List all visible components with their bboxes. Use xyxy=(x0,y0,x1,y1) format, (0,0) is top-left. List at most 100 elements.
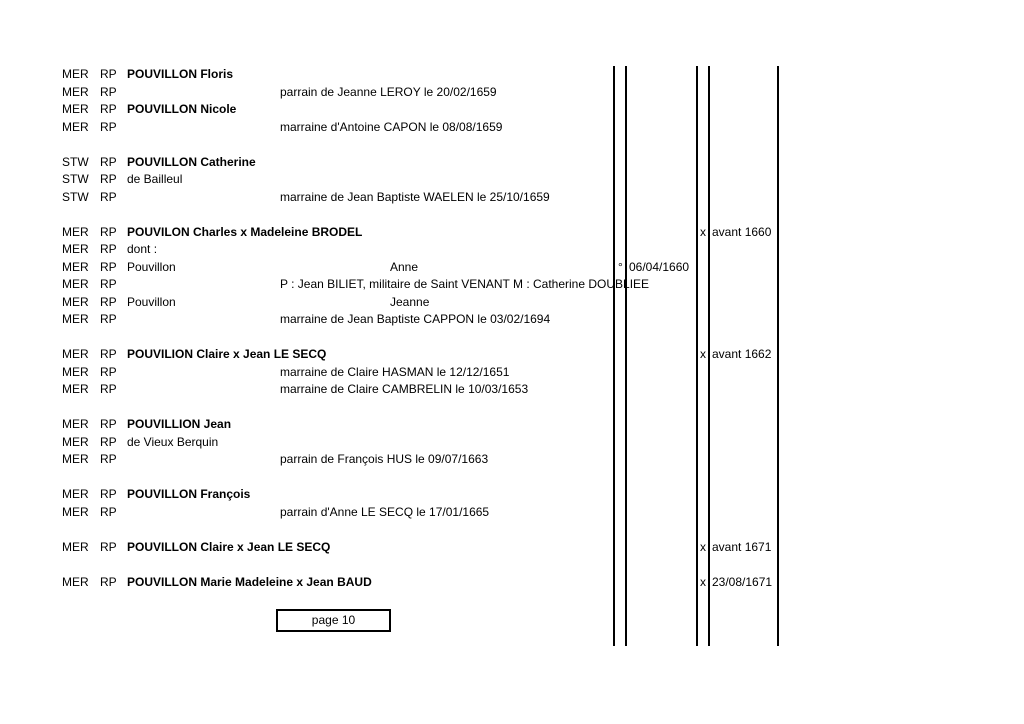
record-code: RP xyxy=(100,260,117,274)
event-date: avant 1662 xyxy=(712,347,772,361)
parish-code: MER xyxy=(62,435,89,449)
person-name: POUVILLON Catherine xyxy=(127,155,256,169)
event-detail: marraine d'Antoine CAPON le 08/08/1659 xyxy=(280,120,503,134)
table-row: MER RP marraine de Claire HASMAN le 12/1… xyxy=(0,364,1024,381)
column-rule xyxy=(708,66,710,646)
table-row: MER RP P : Jean BILIET, militaire de Sai… xyxy=(0,276,1024,293)
parish-code: MER xyxy=(62,85,89,99)
event-date: avant 1671 xyxy=(712,540,772,554)
event-detail: marraine de Jean Baptiste WAELEN le 25/1… xyxy=(280,190,550,204)
birth-date: 06/04/1660 xyxy=(629,260,690,274)
record-code: RP xyxy=(100,487,117,501)
given-name: Jeanne xyxy=(390,295,430,309)
person-name: POUVILION Claire x Jean LE SECQ xyxy=(127,347,327,361)
record-code: RP xyxy=(100,347,117,361)
event-detail: marraine de Claire HASMAN le 12/12/1651 xyxy=(280,365,510,379)
parish-code: MER xyxy=(62,575,89,589)
table-row: MER RP POUVILON Charles x Madeleine BROD… xyxy=(0,224,1024,241)
parish-code: MER xyxy=(62,295,89,309)
record-code: RP xyxy=(100,382,117,396)
person-name: POUVILLON Floris xyxy=(127,67,234,81)
table-row: MER RP Pouvillon Anne ° 06/04/1660 xyxy=(0,259,1024,276)
record-code: RP xyxy=(100,102,117,116)
event-detail: marraine de Claire CAMBRELIN le 10/03/16… xyxy=(280,382,529,396)
person-name: POUVILLON François xyxy=(127,487,251,501)
column-rule xyxy=(625,66,627,646)
event-date: 23/08/1671 xyxy=(712,575,773,589)
place-note: dont : xyxy=(127,242,158,256)
parish-code: MER xyxy=(62,102,89,116)
marriage-mark: x xyxy=(700,575,706,589)
parish-code: STW xyxy=(62,155,89,169)
table-row: MER RP parrain d'Anne LE SECQ le 17/01/1… xyxy=(0,504,1024,521)
event-detail: marraine de Jean Baptiste CAPPON le 03/0… xyxy=(280,312,551,326)
table-row: MER RP marraine de Jean Baptiste CAPPON … xyxy=(0,311,1024,328)
given-name: Anne xyxy=(390,260,419,274)
table-row: MER RP Pouvillon Jeanne xyxy=(0,294,1024,311)
record-code: RP xyxy=(100,575,117,589)
table-row: STW RP marraine de Jean Baptiste WAELEN … xyxy=(0,189,1024,206)
parish-code: MER xyxy=(62,417,89,431)
parish-code: MER xyxy=(62,67,89,81)
table-row: MER RP POUVILLON Nicole xyxy=(0,101,1024,118)
record-code: RP xyxy=(100,67,117,81)
marriage-mark: x xyxy=(700,540,706,554)
column-rule xyxy=(696,66,698,646)
parish-code: MER xyxy=(62,452,89,466)
record-code: RP xyxy=(100,277,117,291)
person-name: POUVILLON Nicole xyxy=(127,102,237,116)
record-code: RP xyxy=(100,190,117,204)
parish-code: MER xyxy=(62,260,89,274)
parish-code: STW xyxy=(62,172,89,186)
person-name: POUVILON Charles x Madeleine BRODEL xyxy=(127,225,363,239)
record-code: RP xyxy=(100,505,117,519)
record-code: RP xyxy=(100,365,117,379)
record-code: RP xyxy=(100,225,117,239)
table-row: MER RP POUVILLON Marie Madeleine x Jean … xyxy=(0,574,1024,591)
column-rule xyxy=(777,66,779,646)
table-row: MER RP POUVILION Claire x Jean LE SECQ x… xyxy=(0,346,1024,363)
page-number-box: page 10 xyxy=(276,609,391,632)
record-code: RP xyxy=(100,312,117,326)
parish-code: MER xyxy=(62,120,89,134)
event-detail: P : Jean BILIET, militaire de Saint VENA… xyxy=(280,277,650,291)
parish-code: STW xyxy=(62,190,89,204)
parish-code: MER xyxy=(62,277,89,291)
record-code: RP xyxy=(100,172,117,186)
parish-code: MER xyxy=(62,487,89,501)
record-code: RP xyxy=(100,295,117,309)
person-name: POUVILLON Marie Madeleine x Jean BAUD xyxy=(127,575,372,589)
parish-code: MER xyxy=(62,382,89,396)
table-row: MER RP marraine de Claire CAMBRELIN le 1… xyxy=(0,381,1024,398)
place-note: de Bailleul xyxy=(127,172,183,186)
record-code: RP xyxy=(100,452,117,466)
event-date: avant 1660 xyxy=(712,225,772,239)
record-code: RP xyxy=(100,85,117,99)
place-note: de Vieux Berquin xyxy=(127,435,219,449)
table-row: STW RP POUVILLON Catherine xyxy=(0,154,1024,171)
table-row: MER RP marraine d'Antoine CAPON le 08/08… xyxy=(0,119,1024,136)
table-row: MER RP de Vieux Berquin xyxy=(0,434,1024,451)
record-code: RP xyxy=(100,417,117,431)
parish-code: MER xyxy=(62,312,89,326)
table-row: MER RP POUVILLION Jean xyxy=(0,416,1024,433)
record-code: RP xyxy=(100,435,117,449)
parish-code: MER xyxy=(62,365,89,379)
parish-code: MER xyxy=(62,242,89,256)
column-rule xyxy=(613,66,615,646)
record-code: RP xyxy=(100,155,117,169)
event-detail: parrain d'Anne LE SECQ le 17/01/1665 xyxy=(280,505,490,519)
event-detail: parrain de François HUS le 09/07/1663 xyxy=(280,452,489,466)
marriage-mark: x xyxy=(700,347,706,361)
parish-code: MER xyxy=(62,225,89,239)
parish-code: MER xyxy=(62,540,89,554)
parish-code: MER xyxy=(62,347,89,361)
person-name: POUVILLON Claire x Jean LE SECQ xyxy=(127,540,331,554)
marriage-mark: x xyxy=(700,225,706,239)
event-detail: parrain de Jeanne LEROY le 20/02/1659 xyxy=(280,85,497,99)
table-row: STW RP de Bailleul xyxy=(0,171,1024,188)
table-row: MER RP POUVILLON Claire x Jean LE SECQ x… xyxy=(0,539,1024,556)
record-code: RP xyxy=(100,120,117,134)
table-row: MER RP POUVILLON François xyxy=(0,486,1024,503)
surname: Pouvillon xyxy=(127,295,176,309)
